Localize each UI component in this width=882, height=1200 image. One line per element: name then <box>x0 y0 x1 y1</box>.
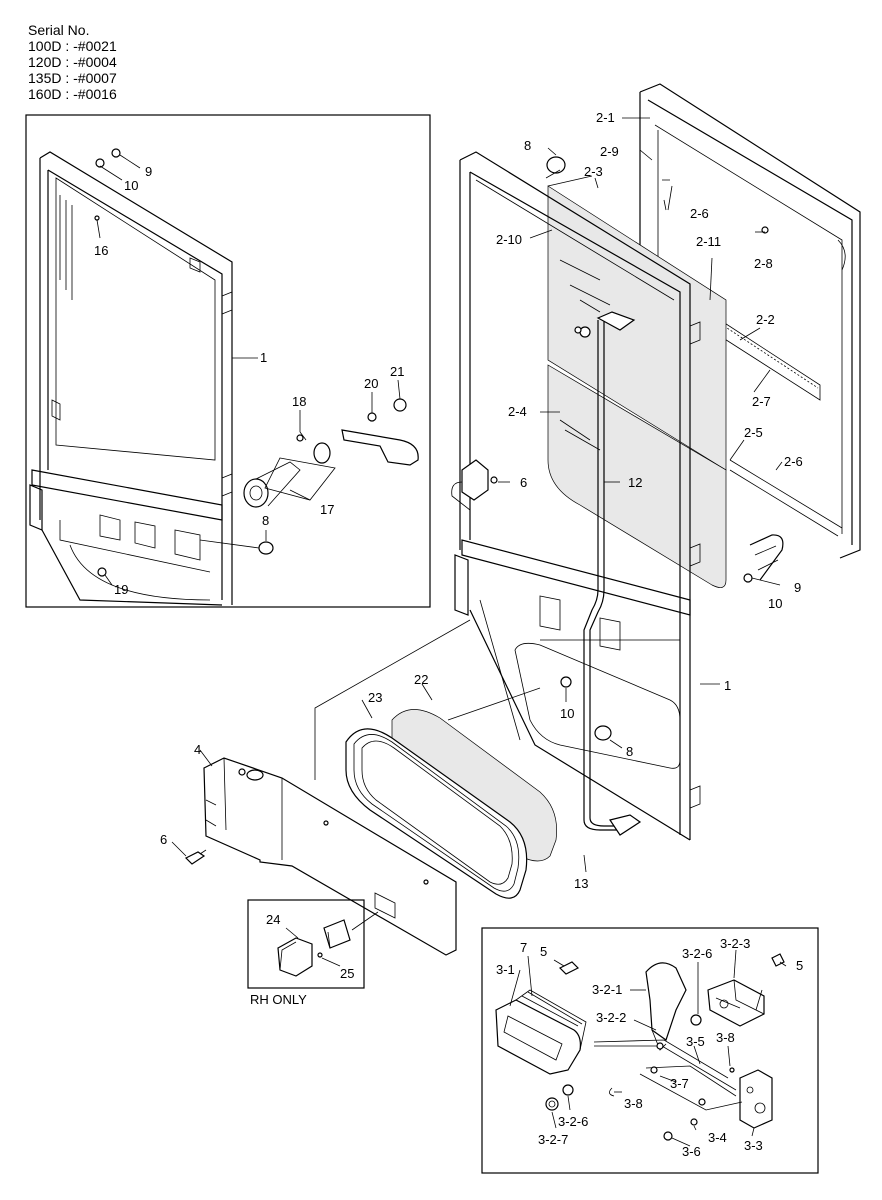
serial-number-block: Serial No. 100D : -#0021 120D : -#0004 1… <box>28 22 117 102</box>
label-23: 23 <box>368 690 382 705</box>
label-2-4: 2-4 <box>508 404 527 419</box>
label-21: 21 <box>390 364 404 379</box>
label-7: 7 <box>520 940 527 955</box>
label-2-11: 2-11 <box>696 234 721 249</box>
label-3-3: 3-3 <box>744 1138 763 1153</box>
label-10-lower: 10 <box>560 706 574 721</box>
label-25: 25 <box>340 966 354 981</box>
serial-line-120d: 120D : -#0004 <box>28 54 117 70</box>
label-2-10: 2-10 <box>496 232 522 247</box>
label-2-3: 2-3 <box>584 164 603 179</box>
label-10-inset: 10 <box>124 178 138 193</box>
label-10-main: 10 <box>768 596 782 611</box>
label-3-2-2: 3-2-2 <box>596 1010 626 1025</box>
label-3-2-6-bottom: 3-2-6 <box>558 1114 588 1129</box>
label-2-5: 2-5 <box>744 425 763 440</box>
label-2-9: 2-9 <box>600 144 619 159</box>
label-3-2-3: 3-2-3 <box>720 936 750 951</box>
label-18: 18 <box>292 394 306 409</box>
label-3-8-top: 3-8 <box>716 1030 735 1045</box>
part-labels: 1 9 10 16 18 20 21 17 8 19 2-1 8 2-9 2-3… <box>94 110 803 1159</box>
label-6-main: 6 <box>520 475 527 490</box>
label-9-main: 9 <box>794 580 801 595</box>
label-20: 20 <box>364 376 378 391</box>
label-1-inset: 1 <box>260 350 267 365</box>
label-2-6-right: 2-6 <box>784 454 803 469</box>
label-2-8: 2-8 <box>754 256 773 271</box>
inset-rh-only <box>247 899 379 989</box>
label-5-right: 5 <box>796 958 803 973</box>
label-12: 12 <box>628 475 642 490</box>
label-2-1: 2-1 <box>596 110 615 125</box>
label-3-5: 3-5 <box>686 1034 705 1049</box>
inset-border <box>25 114 431 608</box>
label-3-4: 3-4 <box>708 1130 727 1145</box>
label-4: 4 <box>194 742 201 757</box>
label-3-2-7: 3-2-7 <box>538 1132 568 1147</box>
label-3-8-bottom: 3-8 <box>624 1096 643 1111</box>
serial-title: Serial No. <box>28 22 90 38</box>
label-8-lower: 8 <box>626 744 633 759</box>
window-assembly <box>451 83 861 873</box>
label-3-2-6-top: 3-2-6 <box>682 946 712 961</box>
label-3-6: 3-6 <box>682 1144 701 1159</box>
label-3-2-1: 3-2-1 <box>592 982 622 997</box>
label-24: 24 <box>266 912 280 927</box>
label-8-top: 8 <box>524 138 531 153</box>
lock-inset-border <box>481 927 819 1174</box>
label-17: 17 <box>320 502 334 517</box>
label-6-lower: 6 <box>160 832 167 847</box>
serial-line-100d: 100D : -#0021 <box>28 38 117 54</box>
seal-and-cover <box>171 619 557 956</box>
label-8-inset: 8 <box>262 513 269 528</box>
label-3-7: 3-7 <box>670 1076 689 1091</box>
label-2-2: 2-2 <box>756 312 775 327</box>
rh-only-note: RH ONLY <box>250 992 307 1007</box>
label-16: 16 <box>94 243 108 258</box>
label-5-left: 5 <box>540 944 547 959</box>
label-2-6-top: 2-6 <box>690 206 709 221</box>
label-22: 22 <box>414 672 428 687</box>
label-2-7: 2-7 <box>752 394 771 409</box>
rh-only-border <box>247 899 365 989</box>
label-9-inset: 9 <box>145 164 152 179</box>
label-3-1: 3-1 <box>496 962 515 977</box>
label-1-main: 1 <box>724 678 731 693</box>
door-frame-outer <box>39 151 233 605</box>
inset-door-detail <box>25 114 431 608</box>
serial-line-135d: 135D : -#0007 <box>28 70 117 86</box>
inset-lock-assembly <box>481 927 819 1174</box>
label-19: 19 <box>114 582 128 597</box>
label-13: 13 <box>574 876 588 891</box>
serial-line-160d: 160D : -#0016 <box>28 86 117 102</box>
